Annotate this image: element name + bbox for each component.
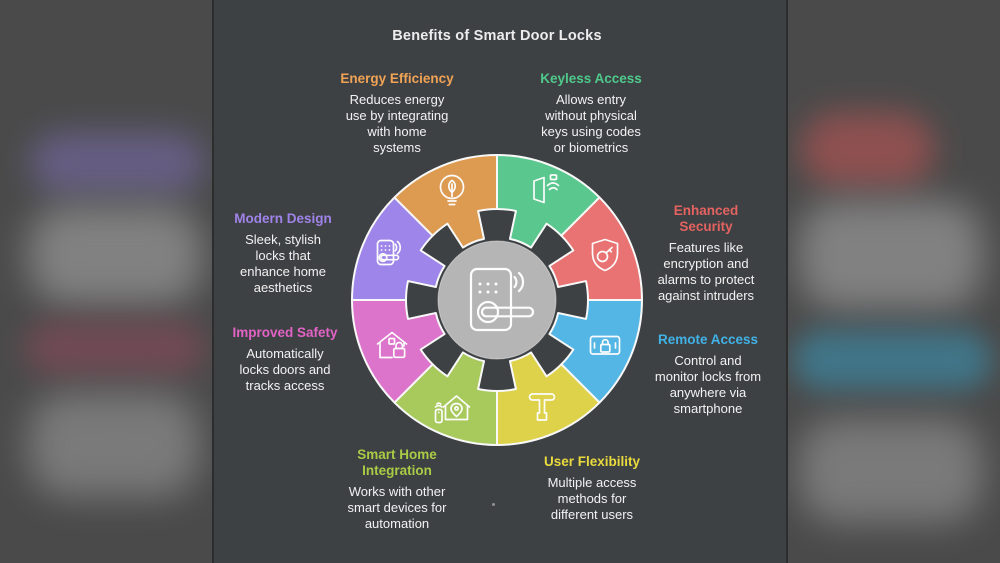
backdrop-blob-gray [28, 205, 203, 305]
backdrop-blob-red [800, 112, 935, 187]
backdrop-blob-purple [30, 132, 205, 194]
eco-bulb-icon [439, 174, 465, 206]
backdrop-blob-gray [798, 200, 983, 310]
tiny-dot [492, 503, 495, 506]
section-body: Sleek, stylish locks that enhance home a… [239, 232, 326, 295]
section-energy-efficiency: Energy Efficiency Reduces energy use by … [330, 71, 464, 156]
section-body: Automatically locks doors and tracks acc… [239, 346, 331, 393]
house-lock-icon [376, 331, 408, 359]
section-enhanced-security: Enhanced Security Features like encrypti… [638, 203, 774, 304]
segment-modern [351, 196, 446, 301]
backdrop-blob-maroon [25, 322, 205, 374]
keypad-lock-icon [376, 239, 402, 266]
section-heading: Modern Design [234, 211, 332, 226]
section-heading: Energy Efficiency [340, 71, 454, 86]
benefits-wheel [351, 154, 643, 446]
section-body: Reduces energy use by integrating with h… [345, 92, 449, 155]
door-wifi-icon [533, 174, 560, 204]
phone-lock-icon [589, 335, 621, 355]
right-blurred-backdrop [788, 0, 1000, 563]
left-blurred-backdrop [0, 0, 212, 563]
backdrop-blob-gray [798, 418, 983, 523]
section-heading: Smart Home Integration [357, 447, 437, 478]
section-body: Allows entry without physical keys using… [541, 92, 641, 155]
section-remote-access: Remote Access Control and monitor locks … [634, 332, 782, 417]
section-modern-design: Modern Design Sleek, stylish locks that … [212, 211, 354, 296]
section-user-flexibility: User Flexibility Multiple access methods… [522, 454, 662, 523]
segment-safety [351, 299, 446, 404]
page-title: Benefits of Smart Door Locks [392, 28, 602, 44]
section-body: Features like encryption and alarms to p… [657, 240, 755, 303]
section-heading: Enhanced Security [673, 203, 739, 234]
hub-circle [437, 240, 557, 360]
segment-enhanced [548, 196, 643, 301]
section-heading: Remote Access [657, 332, 759, 347]
segment-remote [548, 299, 643, 404]
section-heading: Improved Safety [232, 325, 338, 340]
segment-userflex [496, 351, 601, 446]
backdrop-blob-teal [792, 330, 992, 390]
section-smart-home-integration: Smart Home Integration Works with other … [324, 447, 470, 532]
section-body: Control and monitor locks from anywhere … [654, 353, 762, 416]
segment-keyless [496, 154, 601, 249]
t-key-icon [528, 393, 556, 421]
section-heading: User Flexibility [543, 454, 641, 469]
home-automation-icon [434, 395, 471, 424]
smart-lock-icon [469, 267, 535, 332]
segment-smarthome [393, 351, 498, 446]
section-keyless-access: Keyless Access Allows entry without phys… [524, 71, 658, 156]
section-heading: Keyless Access [540, 71, 642, 86]
section-body: Works with other smart devices for autom… [347, 484, 447, 531]
shield-key-icon [591, 238, 619, 272]
section-body: Multiple access methods for different us… [547, 475, 637, 522]
segment-energy [393, 154, 498, 249]
section-improved-safety: Improved Safety Automatically locks door… [214, 325, 356, 394]
backdrop-blob-gray [28, 392, 200, 497]
